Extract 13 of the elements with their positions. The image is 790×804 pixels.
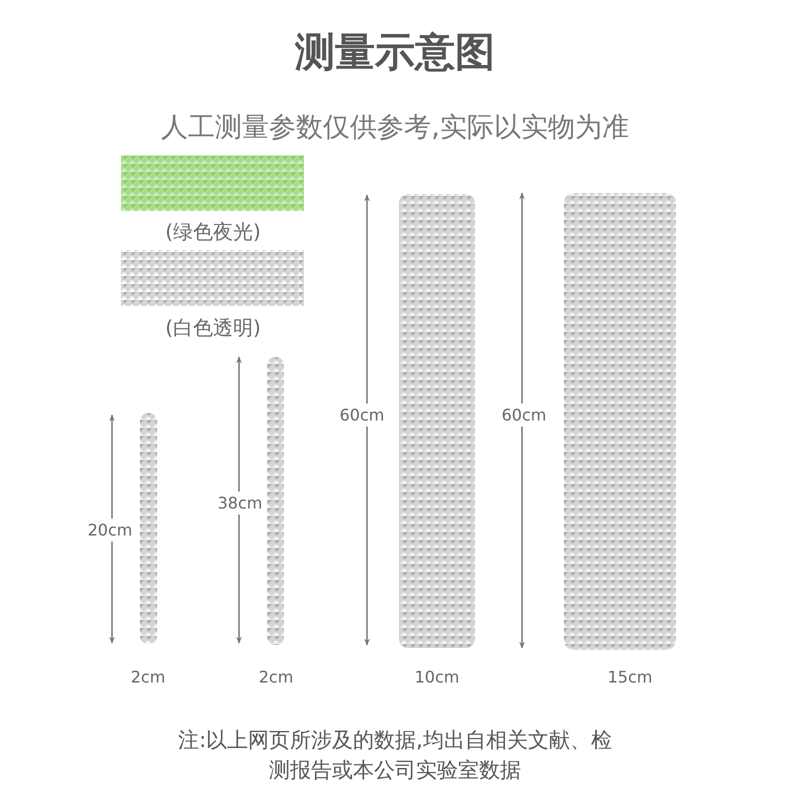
legend-label: (绿色夜光) xyxy=(165,218,261,246)
dimension-label: 10cm xyxy=(414,668,460,686)
title: 测量示意图 xyxy=(295,28,495,78)
dimension-label: 60cm xyxy=(340,404,384,426)
dimension-label: 60cm xyxy=(502,404,546,426)
dimension-label: 20cm xyxy=(88,518,132,542)
dimension-label: 38cm xyxy=(218,492,262,514)
dimension-label: 15cm xyxy=(608,668,652,686)
legend-label: (白色透明) xyxy=(165,314,261,342)
footnote: 注:以上网页所涉及的数据,均出自相关文献、检测报告或本公司实验室数据 xyxy=(177,727,613,784)
dimension-label: 2cm xyxy=(258,668,294,686)
subtitle: 人工测量参数仅供参考,实际以实物为准 xyxy=(161,111,629,145)
dimension-label: 2cm xyxy=(130,668,166,686)
